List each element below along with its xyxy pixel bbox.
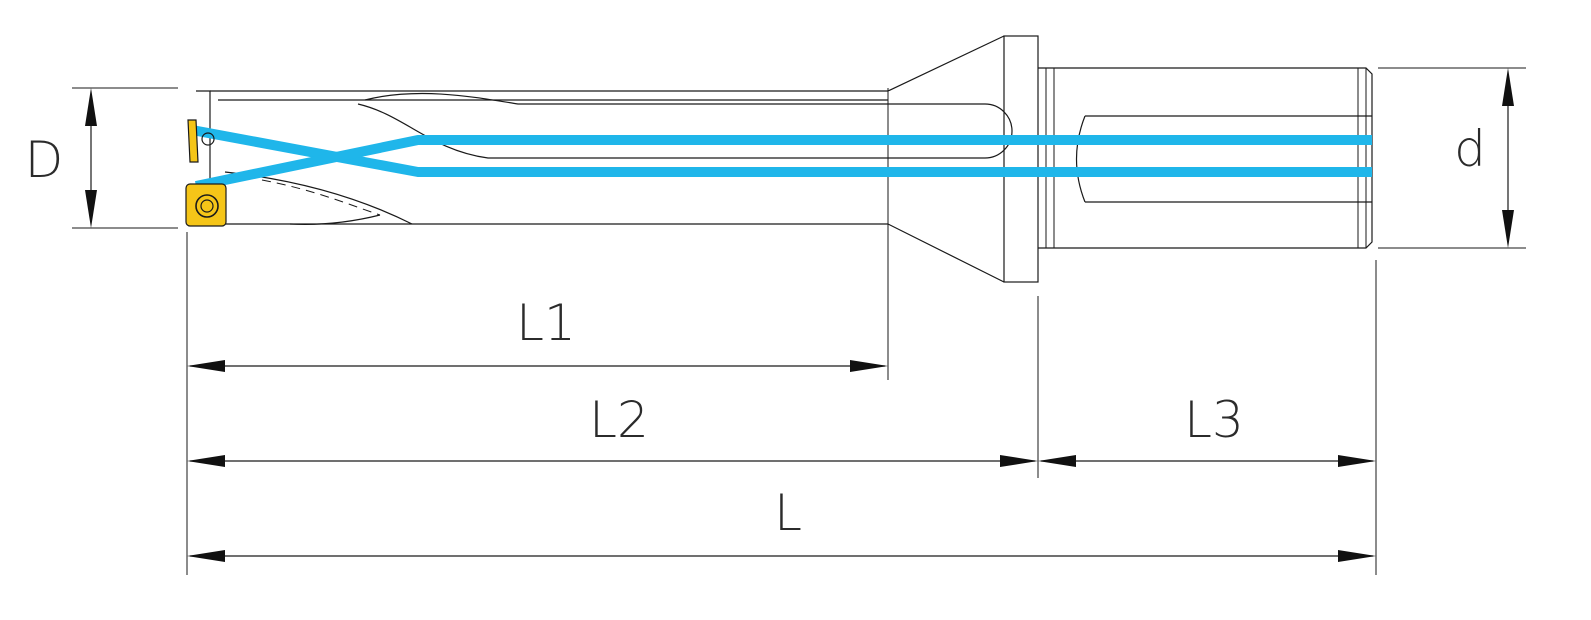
flute-lower-curve [357, 103, 985, 159]
flute-tip-curve [224, 171, 413, 225]
dimension-D: D [25, 87, 178, 229]
flute-tip-lower [289, 214, 381, 225]
flute-hidden-line [261, 179, 381, 216]
L-arrow-right [1338, 550, 1376, 562]
D-arrow-bottom [85, 190, 97, 228]
D-label: D [25, 131, 64, 189]
L-label: L [774, 484, 802, 542]
dimension-L1: L1 [187, 294, 888, 372]
L1-arrow-left [187, 360, 225, 372]
d-arrow-bottom [1502, 210, 1514, 248]
flute-end-arc [984, 103, 1013, 159]
coolant-outlet-circle [201, 132, 215, 146]
cutting-insert-icon [187, 119, 199, 163]
coolant-channels [191, 125, 1372, 191]
shank [1038, 67, 1373, 249]
drill-body [196, 35, 1373, 380]
dimension-L: L [187, 484, 1376, 562]
D-arrow-top [85, 88, 97, 126]
L2-label: L2 [589, 391, 649, 449]
cone-top [887, 35, 1005, 92]
shank-flat-end [1075, 115, 1086, 203]
L3-arrow-left [1038, 455, 1076, 467]
flute-upper-curve [364, 92, 985, 105]
coolant-channel-lower [191, 125, 1372, 177]
dimension-L2: L2 [187, 391, 1038, 467]
cone-bottom [887, 223, 1005, 283]
cutting-insert-icon [185, 183, 227, 227]
L1-label: L1 [516, 294, 576, 352]
L3-arrow-right [1338, 455, 1376, 467]
d-arrow-top [1502, 68, 1514, 106]
flange [1003, 35, 1039, 283]
d-label: d [1454, 120, 1486, 178]
L-arrow-left [187, 550, 225, 562]
L2-arrow-right [1000, 455, 1038, 467]
L3-label: L3 [1184, 391, 1244, 449]
L2-arrow-left [187, 455, 225, 467]
coolant-channel-upper [194, 135, 1372, 191]
L1-arrow-right [850, 360, 888, 372]
dimension-d: d [1378, 67, 1526, 249]
dimension-L3: L3 [1038, 391, 1376, 467]
